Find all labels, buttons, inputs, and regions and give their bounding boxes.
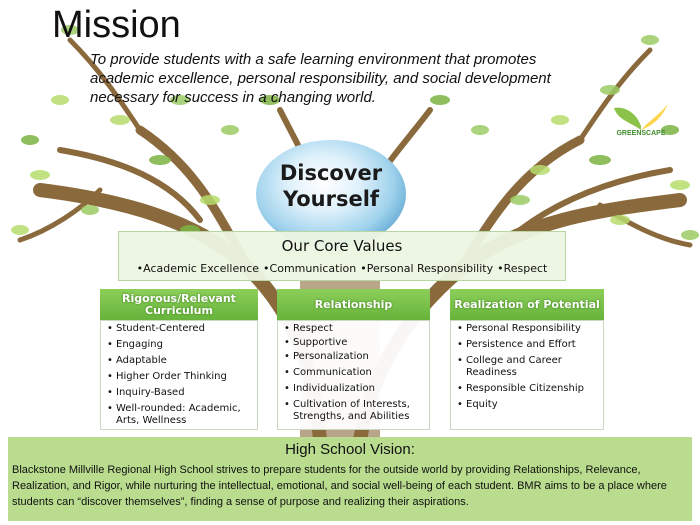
column-list-relationship: Respect Supportive Personalization Commu… bbox=[277, 320, 430, 430]
core-value-item: Academic Excellence bbox=[137, 262, 259, 275]
core-value-item: Respect bbox=[497, 262, 548, 275]
core-value-item: Communication bbox=[263, 262, 357, 275]
column-heading-relationship: Relationship bbox=[277, 289, 430, 320]
list-item: Inquiry-Based bbox=[107, 387, 251, 399]
vision-panel: High School Vision: Blackstone Millville… bbox=[8, 437, 692, 521]
column-heading-line: Curriculum bbox=[145, 303, 213, 317]
list-item: Engaging bbox=[107, 339, 251, 351]
list-item: Respect bbox=[284, 323, 423, 335]
list-item: Communication bbox=[284, 367, 423, 379]
column-heading-line: Relationship bbox=[314, 297, 393, 311]
column-list-curriculum: Student-Centered Engaging Adaptable High… bbox=[100, 320, 258, 430]
tree-leaves bbox=[11, 25, 699, 240]
list-item: Student-Centered bbox=[107, 323, 251, 335]
column-list-realization: Personal Responsibility Persistence and … bbox=[450, 320, 604, 430]
list-item: Equity bbox=[457, 399, 597, 411]
list-item: Adaptable bbox=[107, 355, 251, 367]
list-item: Well-rounded: Academic, Arts, Wellness bbox=[107, 403, 251, 427]
core-value-item: Personal Responsibility bbox=[360, 262, 493, 275]
globe-graphic bbox=[256, 140, 406, 248]
butterfly-logo-icon bbox=[614, 104, 668, 130]
list-item: Responsible Citizenship bbox=[457, 383, 597, 395]
core-values-title: Our Core Values bbox=[281, 237, 403, 255]
list-item: Persistence and Effort bbox=[457, 339, 597, 351]
list-item: Personalization bbox=[284, 351, 423, 363]
vision-title: High School Vision: bbox=[285, 441, 415, 458]
column-heading-curriculum: Rigorous/Relevant Curriculum bbox=[100, 289, 258, 320]
list-item: College and Career Readiness bbox=[457, 355, 597, 379]
core-values-panel: Our Core Values Academic Excellence Comm… bbox=[118, 231, 566, 281]
list-item: Supportive bbox=[284, 337, 423, 349]
globe-caption: Discover Yourself bbox=[256, 160, 406, 212]
logo-wordmark: GREENSCAPE bbox=[616, 130, 666, 137]
column-heading-line: Rigorous/Relevant bbox=[122, 291, 236, 305]
core-values-list: Academic Excellence Communication Person… bbox=[119, 262, 565, 275]
vision-statement: Blackstone Millville Regional High Schoo… bbox=[12, 464, 667, 508]
list-item: Higher Order Thinking bbox=[107, 371, 251, 383]
mission-statement: To provide students with a safe learning… bbox=[90, 51, 551, 106]
globe-caption-line1: Discover bbox=[279, 161, 383, 185]
mission-title: Mission bbox=[52, 4, 181, 46]
list-item: Cultivation of Interests, Strengths, and… bbox=[284, 399, 423, 423]
globe-caption-line2: Yourself bbox=[282, 187, 380, 211]
list-item: Individualization bbox=[284, 383, 423, 395]
column-heading-realization: Realization of Potential bbox=[450, 289, 604, 320]
list-item: Personal Responsibility bbox=[457, 323, 597, 335]
column-heading-line: Realization of Potential bbox=[454, 297, 600, 311]
